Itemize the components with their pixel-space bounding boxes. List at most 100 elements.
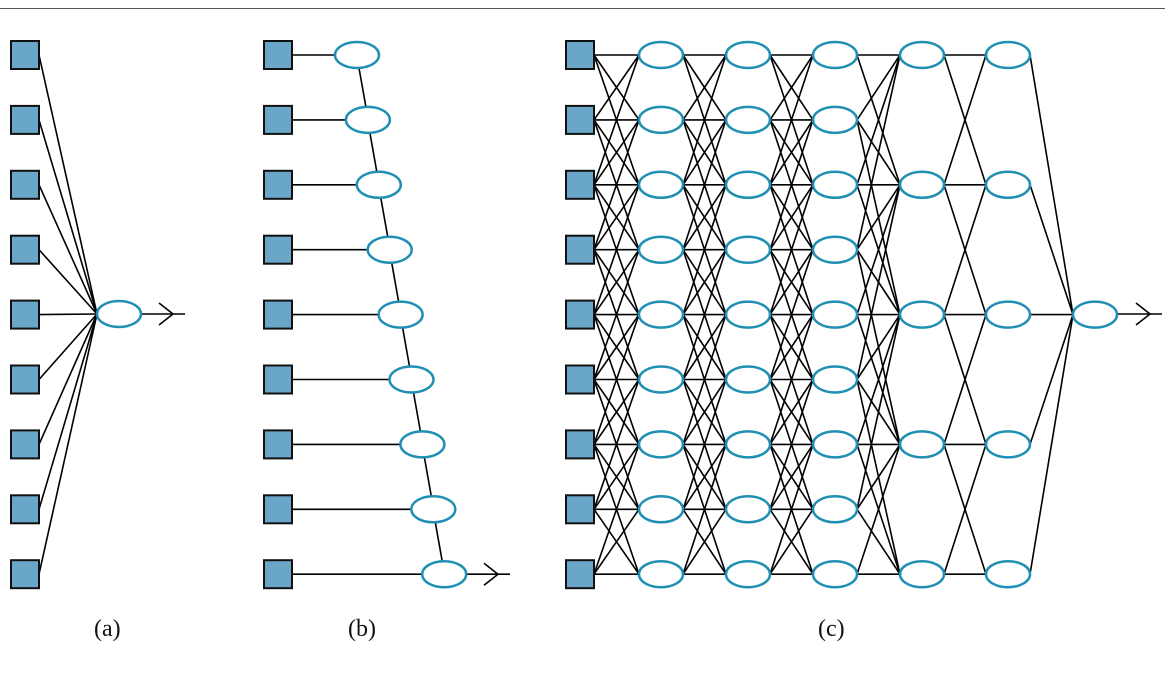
input-square (565, 429, 595, 460)
neuron-node (637, 430, 685, 459)
arrow-head (1135, 302, 1152, 326)
input-square (10, 234, 40, 265)
neuron-node (724, 495, 772, 524)
neuron-node (637, 170, 685, 200)
edge (856, 508, 901, 575)
neuron-node (724, 235, 772, 264)
edge (769, 314, 814, 380)
edge (38, 313, 98, 575)
neuron-node (724, 430, 772, 459)
neuron-node (344, 105, 392, 135)
input-square (10, 104, 40, 135)
edge (769, 184, 814, 251)
neuron-node (811, 300, 859, 329)
edge (856, 184, 901, 380)
input-square (565, 364, 595, 395)
edge (38, 313, 98, 316)
input-square (263, 169, 293, 200)
neuron-node (399, 430, 446, 459)
input-square (263, 234, 293, 265)
edge (412, 392, 422, 432)
input-square (565, 299, 595, 330)
edge (856, 184, 901, 251)
edge (593, 184, 640, 315)
edge (856, 54, 901, 186)
edge (856, 54, 901, 250)
edge (856, 444, 901, 575)
edge (682, 184, 727, 315)
edge (423, 457, 433, 497)
input-square (565, 559, 595, 590)
edge (769, 443, 814, 510)
input-square (263, 494, 293, 525)
edge (769, 314, 814, 445)
input-square (10, 429, 40, 460)
edge (682, 119, 727, 186)
neuron-node (811, 559, 859, 589)
edge (593, 249, 640, 380)
edge (856, 184, 901, 315)
edge (856, 314, 901, 445)
edge (769, 508, 814, 575)
neuron-node (811, 170, 859, 200)
edge (38, 313, 98, 445)
edge (943, 184, 987, 315)
neuron-node (355, 170, 403, 200)
edge (434, 522, 443, 562)
input-square (263, 429, 293, 460)
edge (1029, 54, 1074, 315)
top-divider (0, 8, 1165, 9)
neuron-node (637, 40, 685, 70)
neuron-node (811, 235, 859, 264)
neuron-node (898, 170, 946, 200)
input-square (10, 40, 40, 70)
edge (682, 249, 727, 316)
arrow-head (158, 302, 175, 326)
neuron-node (724, 105, 772, 135)
input-square (10, 494, 40, 525)
neuron-node (366, 235, 413, 264)
edge (593, 314, 640, 445)
edge (769, 379, 814, 510)
neuron-node (898, 40, 946, 70)
edge (769, 379, 814, 445)
edge (682, 508, 727, 575)
input-square (263, 364, 293, 395)
neuron-node (811, 40, 859, 70)
edge (682, 379, 727, 445)
input-square (10, 169, 40, 200)
edge (38, 313, 98, 510)
edge (369, 132, 378, 172)
edge (593, 379, 640, 445)
edge (769, 54, 814, 186)
neuron-node (811, 430, 859, 459)
edge (856, 54, 901, 121)
edge (38, 313, 98, 381)
edge (38, 184, 98, 315)
edge (856, 443, 901, 510)
label-b: (b) (348, 616, 376, 642)
neuron-node (811, 105, 859, 135)
edge (593, 444, 640, 575)
edge (943, 314, 987, 445)
input-square (565, 104, 595, 135)
neuron-node (410, 495, 457, 524)
neuron-node (333, 40, 381, 70)
edge (593, 119, 640, 250)
edge (769, 119, 814, 250)
edge (593, 314, 640, 380)
input-square (565, 40, 595, 70)
edge (682, 184, 727, 251)
input-square (10, 559, 40, 590)
edge (593, 379, 640, 510)
neuron-node (637, 300, 685, 329)
neuron-node (388, 365, 435, 394)
input-square (565, 169, 595, 200)
neuron-node (1071, 300, 1119, 329)
neuron-node (984, 430, 1032, 459)
edge (593, 54, 640, 121)
edge (682, 379, 727, 510)
edge (856, 314, 901, 510)
edge (593, 249, 640, 316)
neuron-node (984, 40, 1032, 70)
